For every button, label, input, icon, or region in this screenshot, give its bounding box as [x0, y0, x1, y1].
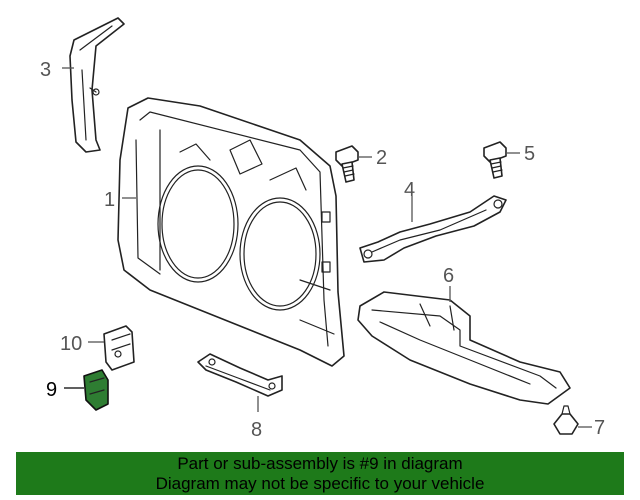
- part-5-bolt: [483, 141, 507, 179]
- callout-1: 1: [104, 189, 115, 211]
- part-1-radiator-core-support: [117, 97, 345, 367]
- part-10-bracket: [103, 325, 135, 371]
- part-8-lower-bracket: [197, 353, 283, 397]
- part-9-highlighted-bracket: [83, 369, 109, 411]
- part-7-clip: [553, 405, 579, 435]
- callout-5: 5: [524, 143, 535, 165]
- callout-6: 6: [443, 265, 454, 287]
- part-3-side-bracket: [69, 17, 125, 153]
- exploded-parts-diagram: 3 1 2 5 4: [40, 17, 605, 441]
- callout-10: 10: [60, 333, 82, 355]
- callout-2: 2: [376, 147, 387, 169]
- diagram-note-banner: Part or sub-assembly is #9 in diagram Di…: [16, 452, 624, 495]
- banner-line-1: Part or sub-assembly is #9 in diagram: [177, 453, 463, 473]
- callout-8: 8: [251, 419, 262, 441]
- part-6-air-guide: [357, 291, 571, 405]
- callout-7: 7: [594, 417, 605, 439]
- part-4-lock-support-stay: [359, 195, 507, 263]
- callout-3: 3: [40, 59, 51, 81]
- callout-4: 4: [404, 179, 415, 201]
- part-2-bolt: [335, 145, 359, 183]
- banner-line-2: Diagram may not be specific to your vehi…: [155, 473, 485, 493]
- callout-9: 9: [46, 379, 57, 401]
